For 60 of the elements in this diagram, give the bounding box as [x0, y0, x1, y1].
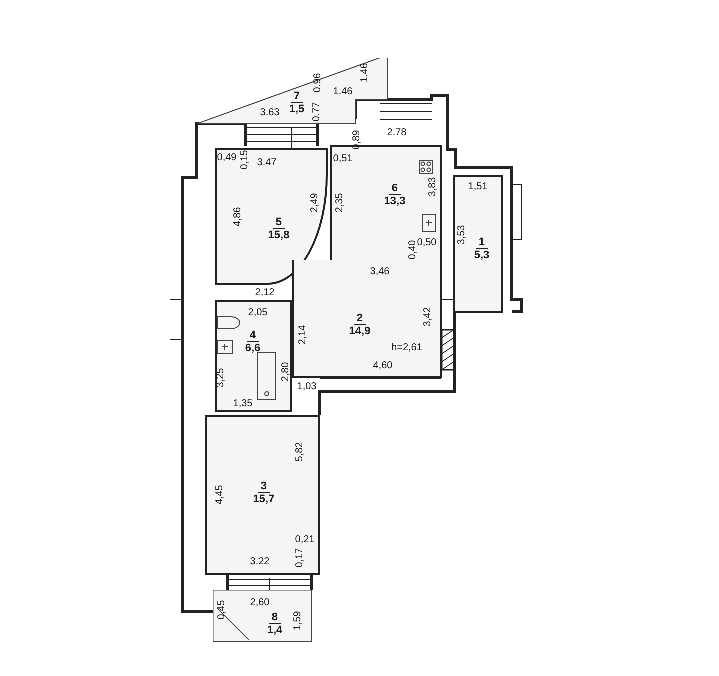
- dimension-label: 3,42: [422, 307, 434, 327]
- room-number: 8: [268, 612, 282, 624]
- room-area: 5,3: [474, 250, 490, 262]
- dimension-label: 1,35: [233, 398, 253, 410]
- dimension-label: 0,40: [408, 240, 418, 260]
- dimension-label: 4,60: [373, 360, 393, 372]
- dimension-label: 0,49: [217, 152, 237, 164]
- dimension-label: 2,12: [255, 288, 275, 298]
- room: [205, 415, 320, 575]
- dimension-label: 2,60: [250, 598, 270, 608]
- room-number: 1: [476, 236, 488, 250]
- room-number: 6: [388, 182, 402, 196]
- dimension-label: 0,50: [417, 238, 437, 248]
- room-area: 6,6: [245, 342, 261, 354]
- dimension-label: 0,15: [240, 150, 250, 170]
- dimension-label: 1,51: [468, 182, 488, 192]
- dimension-label: 2,14: [298, 325, 308, 345]
- dimension-label: 1,59: [292, 611, 304, 631]
- dimension-label: 3,53: [456, 225, 468, 245]
- room-number: 5: [272, 216, 286, 230]
- dimension-label: 3,25: [216, 368, 226, 388]
- dimension-label: 1,03: [297, 382, 317, 392]
- room-area: 1,5: [289, 104, 305, 116]
- room-area: 14,9: [349, 326, 371, 338]
- room-number: 7: [290, 90, 304, 104]
- room-area: 13,3: [384, 196, 406, 208]
- dimension-label: 0,51: [333, 154, 353, 164]
- dimension-label: 3,46: [370, 266, 390, 278]
- room: [215, 148, 328, 285]
- dimension-label: 0,45: [216, 600, 228, 620]
- dimension-label: 2,05: [248, 308, 268, 318]
- dimension-label: 2.78: [387, 128, 407, 138]
- dimension-label: 3.63: [260, 108, 280, 118]
- room: [215, 300, 292, 412]
- room-area: 1,4: [267, 624, 283, 636]
- dimension-label: 2,49: [310, 193, 320, 213]
- room-area: 15,7: [253, 494, 275, 506]
- room-number: 2: [354, 312, 366, 326]
- room-number: 4: [246, 330, 260, 342]
- room-area: 15,8: [268, 230, 290, 242]
- dimension-label: 2,35: [334, 193, 346, 213]
- dimension-label: 5,82: [294, 442, 306, 462]
- dimension-label: 0,17: [294, 548, 306, 568]
- ceiling-height-label: h=2,61: [392, 342, 422, 354]
- balcony: [197, 58, 388, 124]
- room-number: 3: [258, 480, 270, 494]
- room: [453, 175, 503, 313]
- dimension-label: 4,45: [214, 485, 226, 505]
- dimension-label: 2,80: [280, 362, 292, 382]
- dimension-label: 0,21: [295, 534, 315, 546]
- dimension-label: 1.46: [333, 86, 353, 98]
- room: [292, 260, 442, 378]
- dimension-label: 3,83: [428, 177, 438, 197]
- balcony: [213, 590, 312, 642]
- dimension-label: 0.77: [312, 102, 322, 122]
- dimension-label: 1.46: [360, 63, 370, 83]
- dimension-label: 3.22: [250, 556, 270, 568]
- dimension-label: 4,86: [232, 207, 244, 227]
- dimension-label: 0.96: [312, 73, 324, 93]
- dimension-label: 3.47: [257, 158, 277, 168]
